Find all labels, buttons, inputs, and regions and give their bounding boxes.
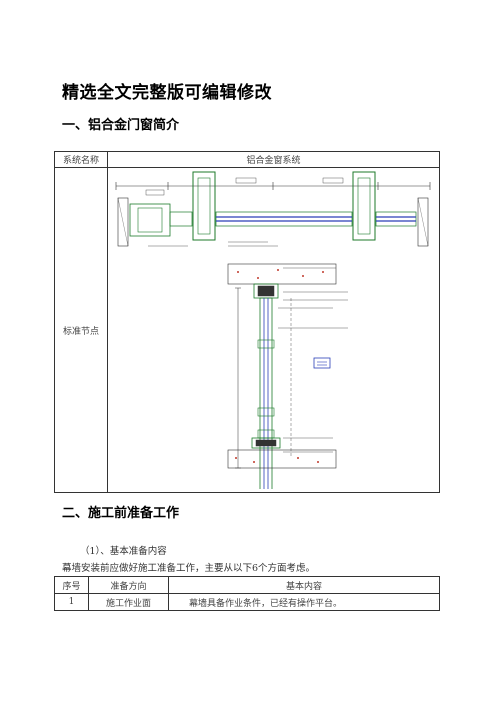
row-direction: 施工作业面	[88, 593, 169, 611]
row-serial: 1	[54, 593, 89, 611]
vertical-section	[227, 263, 348, 539]
standard-node-drawing-cell	[107, 167, 440, 539]
page-title: 精选全文完整版可编辑修改	[62, 83, 272, 103]
header-serial: 序号	[54, 576, 89, 594]
system-table: 系统名称 铝合金窗系统 标准节点	[54, 151, 440, 539]
system-name-label: 系统名称	[54, 151, 108, 168]
system-name-value: 铝合金窗系统	[107, 151, 440, 168]
section-heading-preparation: 二、施工前准备工作	[62, 506, 180, 521]
header-direction: 准备方向	[88, 576, 169, 594]
preparation-table: 序号 准备方向 基本内容 1 施工作业面 幕墙具备作业条件，已经有操作平台。	[54, 576, 440, 611]
standard-node-label: 标准节点	[54, 167, 108, 493]
section-heading-intro: 一、铝合金门窗简介	[62, 118, 180, 133]
horizontal-section	[115, 171, 431, 247]
preparation-table-header: 序号 准备方向 基本内容	[54, 576, 440, 594]
system-table-header-row: 系统名称 铝合金窗系统	[54, 151, 440, 168]
system-table-detail-row: 标准节点	[54, 167, 440, 539]
intro-paragraph: 幕墙安装前应做好施工准备工作，主要从以下6个方面考虑。	[62, 563, 316, 574]
sub-heading: （1）、基本准备内容	[80, 546, 167, 557]
window-section-drawing	[115, 171, 431, 539]
table-row: 1 施工作业面 幕墙具备作业条件，已经有操作平台。	[54, 593, 440, 611]
row-content: 幕墙具备作业条件，已经有操作平台。	[168, 593, 440, 611]
header-content: 基本内容	[168, 576, 440, 594]
